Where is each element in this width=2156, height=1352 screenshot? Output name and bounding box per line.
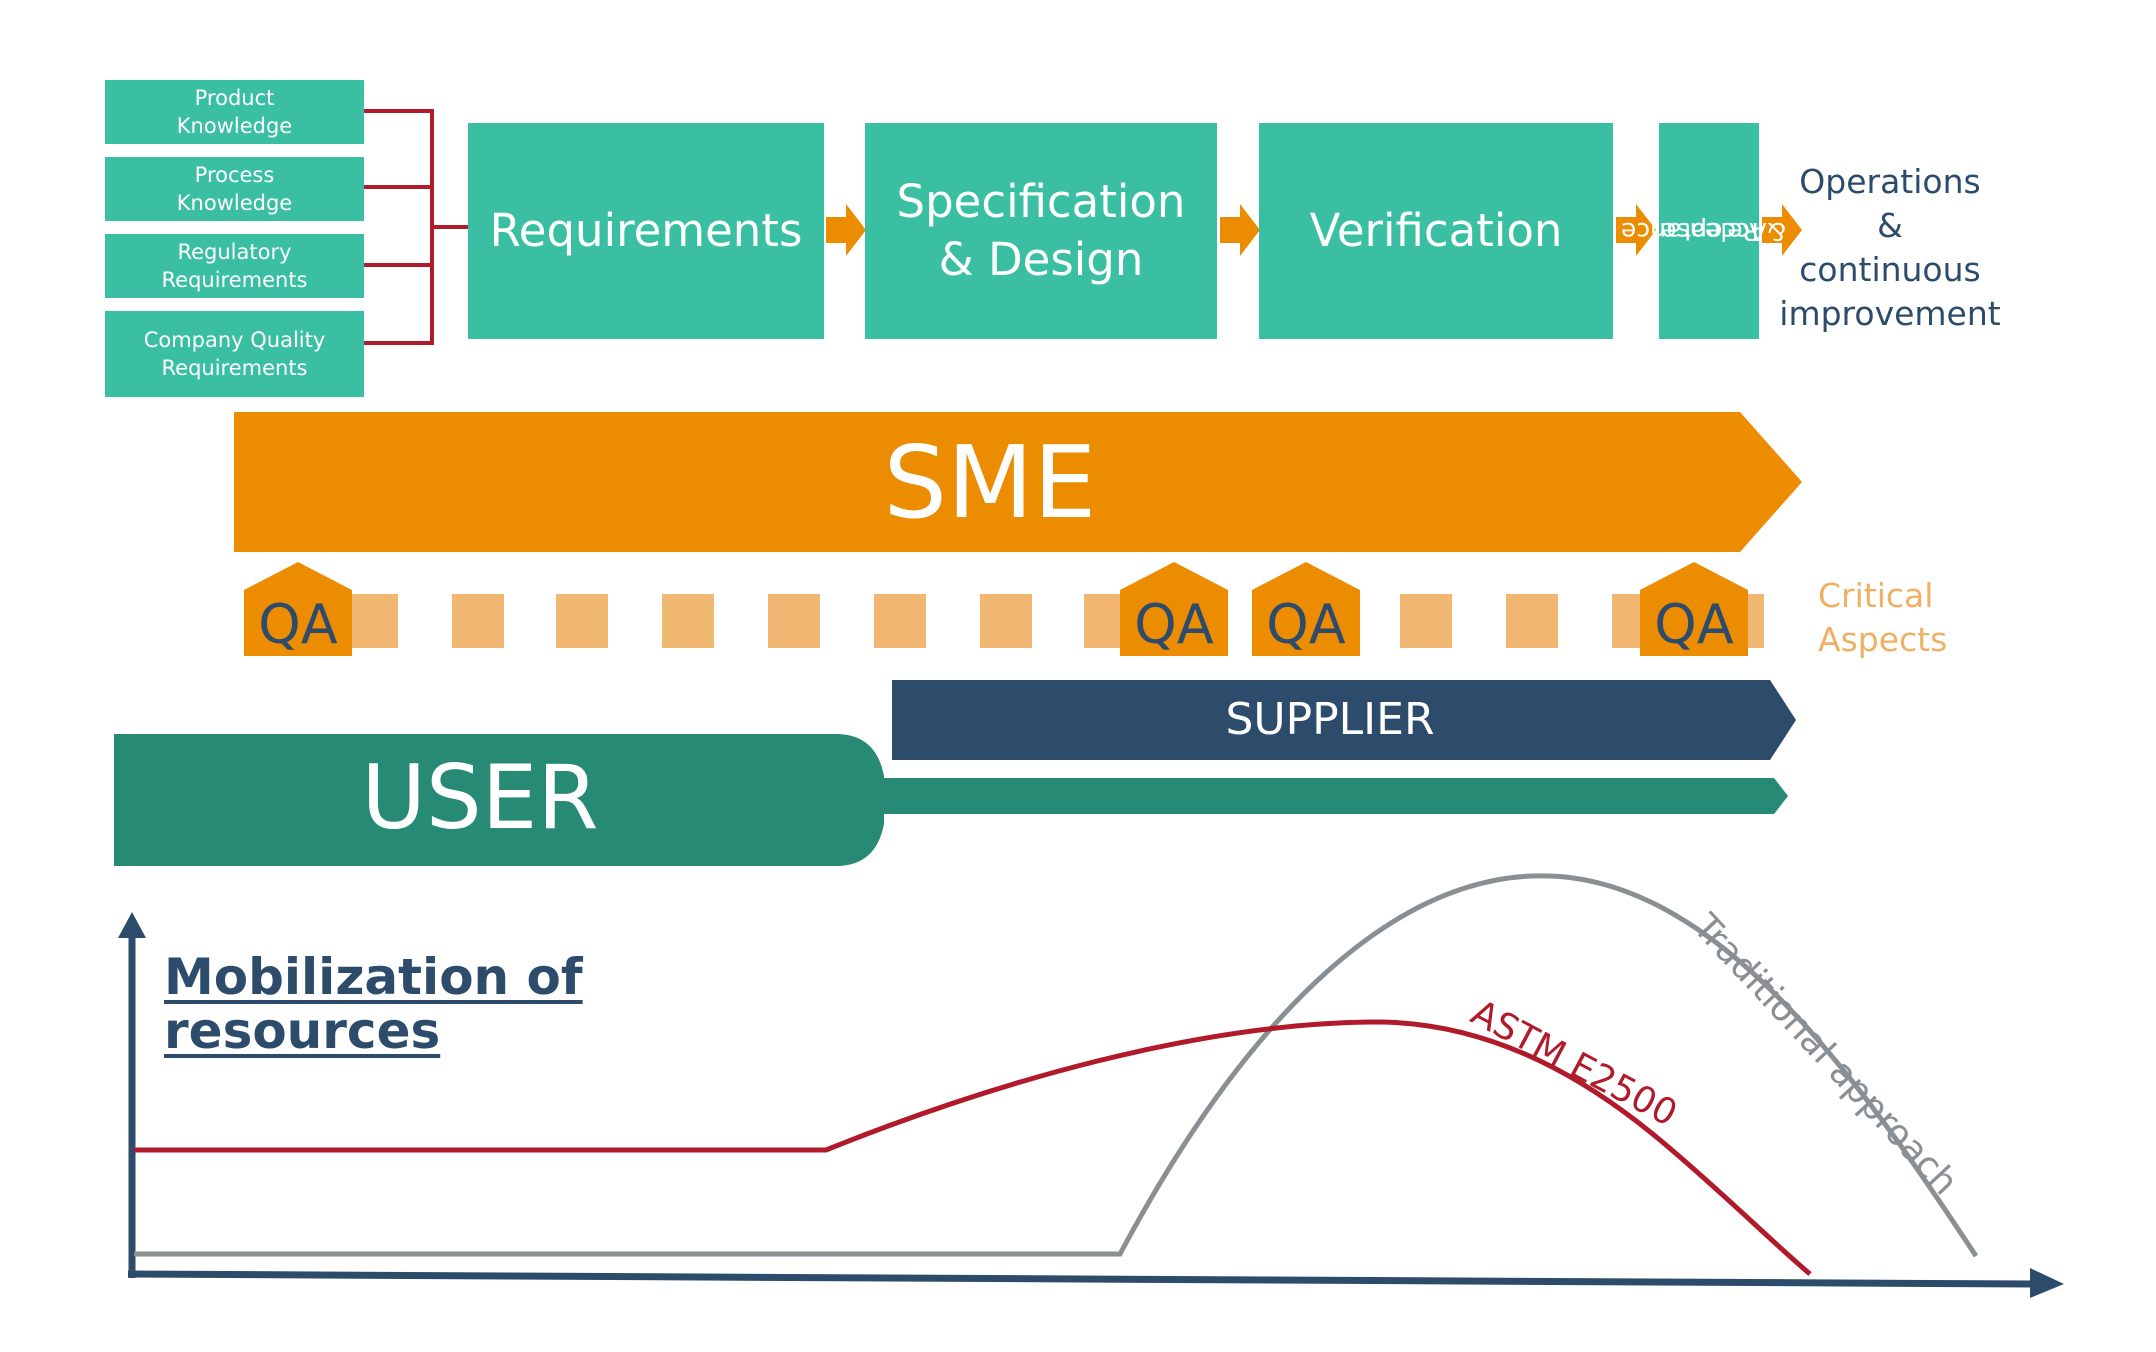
resources-title-line: resources [164,1002,441,1060]
input-line: Process [194,163,275,187]
stage-requirements: Requirements [468,123,824,339]
stage-acceptance-release: Acceptance& Release [1621,123,1787,339]
sme-label: SME [883,424,1097,541]
qa-house-1 [244,562,352,656]
qa-markers [244,562,1748,656]
stage-verification: Verification [1259,123,1613,339]
input-line: Requirements [161,356,308,380]
stage-operations: Operations & continuous improvement [1760,160,2020,336]
qa-label-2: QA [1134,593,1214,656]
input-line: Regulatory [177,240,292,264]
stage-arrows [826,204,1802,256]
resources-title: Mobilization of resources [164,950,583,1058]
axis-arrow-up-icon [118,912,146,938]
critical-line: Critical [1818,576,1934,615]
qa-label-3: QA [1266,593,1346,656]
stage-spec-line: & Design [938,233,1144,286]
stage-requirements-label: Requirements [489,204,803,257]
arrow-right-icon [1762,204,1802,256]
stage-spec-line: Specification [896,175,1186,228]
supplier-label: SUPPLIER [1225,694,1435,745]
stage-verification-label: Verification [1309,204,1563,257]
supplier-band [892,680,1796,760]
user-band [114,734,884,866]
input-line: Knowledge [176,191,293,215]
operations-line: improvement [1779,294,2001,333]
user-label: USER [361,746,599,849]
qa-house-3 [1252,562,1360,656]
input-bracket [364,109,468,345]
operations-line: continuous [1799,250,1981,289]
arrow-right-icon [1220,204,1260,256]
qa-label-4: QA [1654,593,1734,656]
input-line: Requirements [161,268,308,292]
input-line: Knowledge [176,114,293,138]
resources-title-line: Mobilization of [164,948,583,1006]
qa-label-1: QA [258,593,338,656]
input-line: Product [194,86,275,110]
input-line: Company Quality [143,328,326,352]
stage-specification-design: Specification& Design [865,123,1217,339]
sme-band [234,412,1802,552]
critical-aspects-label: Critical Aspects [1818,574,1947,662]
arrow-right-icon [826,204,866,256]
critical-line: Aspects [1818,620,1948,659]
qa-house-2 [1120,562,1228,656]
operations-line: & [1877,206,1903,245]
critical-aspects-dots [346,594,1764,648]
traditional-curve [134,873,1979,1258]
resource-axes [118,912,2064,1298]
user-tail [880,778,1788,814]
operations-line: Operations [1799,162,1981,201]
qa-house-4 [1640,562,1748,656]
axis-arrow-right-icon [2030,1268,2064,1298]
arrow-right-icon [1616,204,1656,256]
stage-acceptance-label: Acceptance& Release [1621,158,1786,304]
astm-curve [134,1019,1812,1276]
